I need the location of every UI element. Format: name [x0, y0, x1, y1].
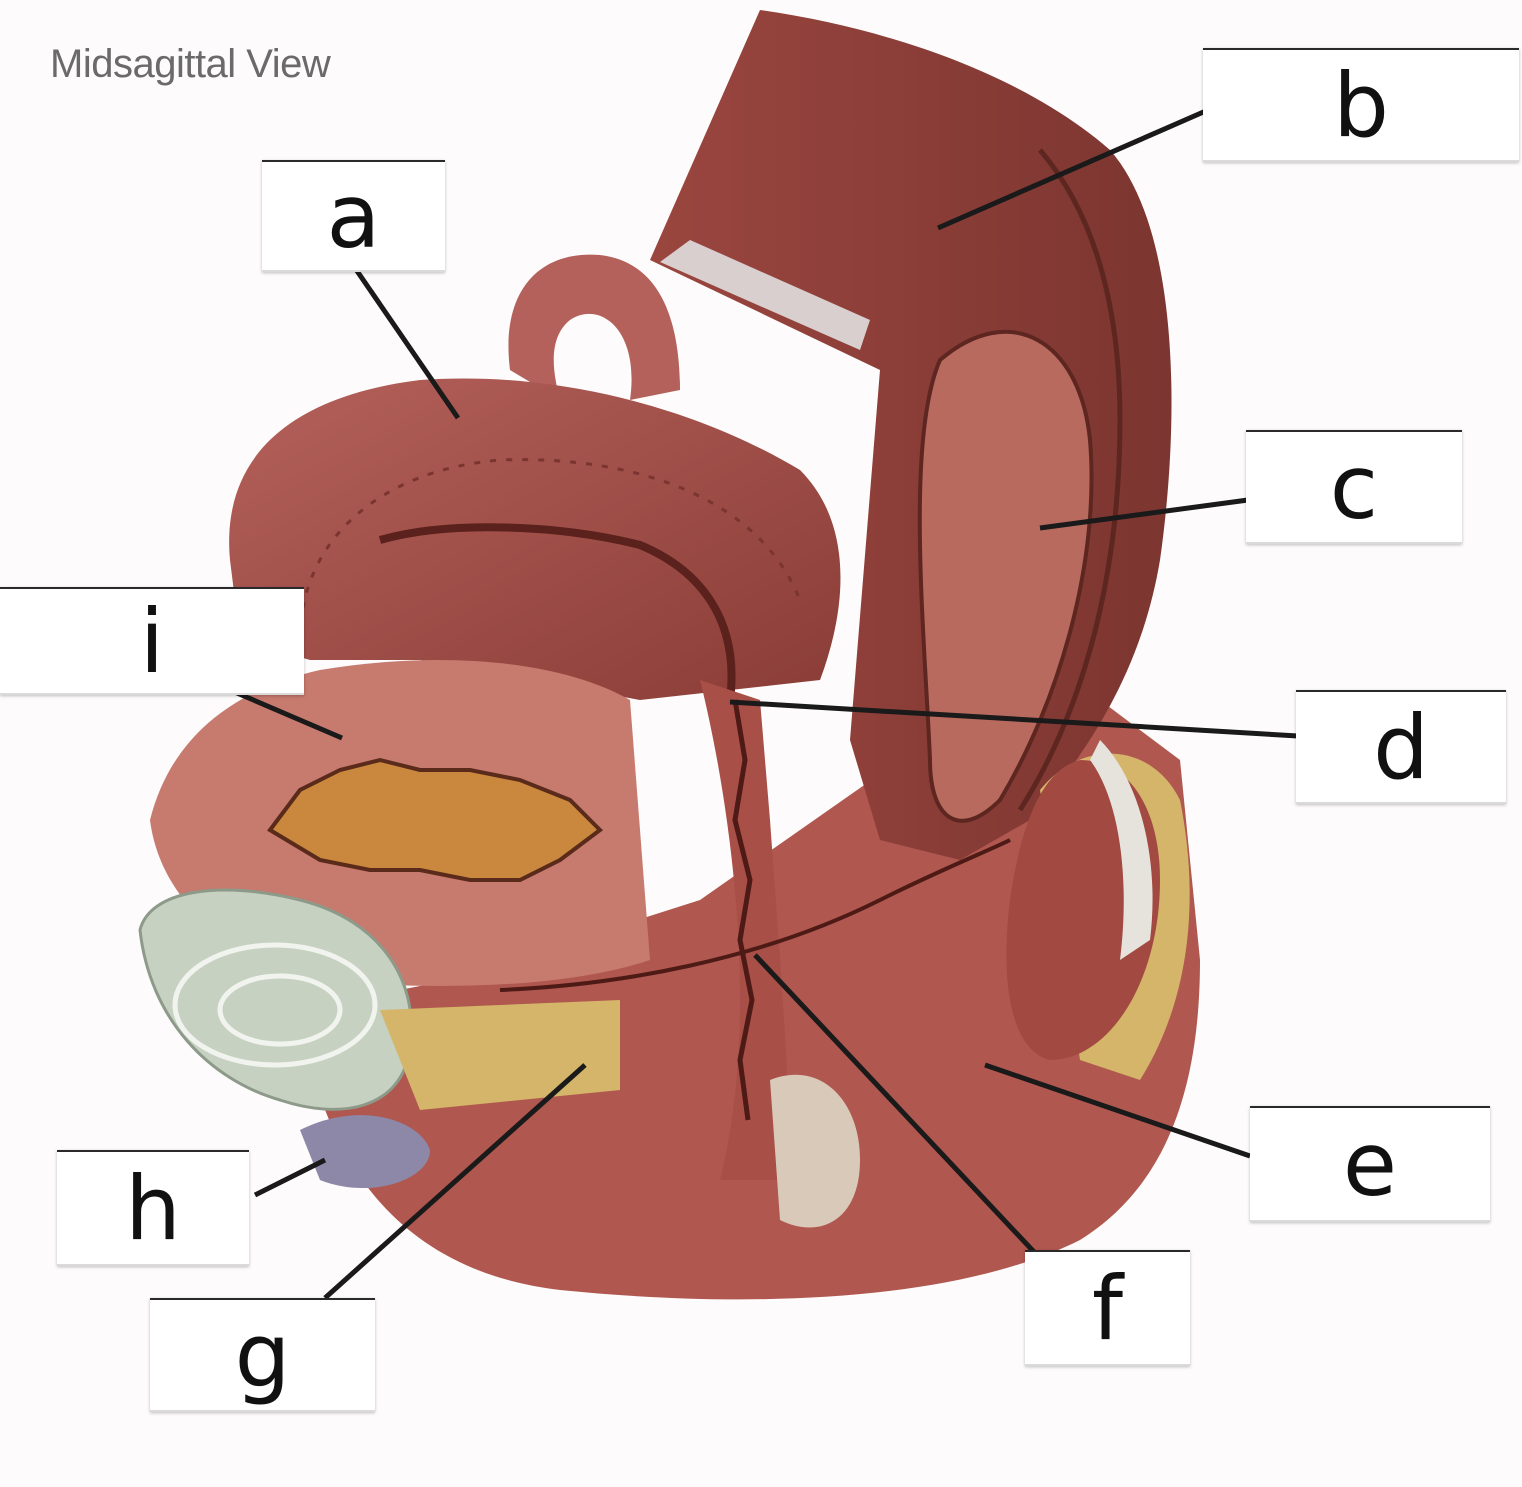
rectal-wall-line — [1017, 148, 1123, 812]
vaginal-lumen — [732, 699, 755, 1121]
leader-line-c — [1039, 497, 1249, 531]
rectal-lumen — [660, 240, 870, 350]
uterus — [229, 378, 841, 700]
leader-line-b — [936, 107, 1210, 231]
label-d-text: d — [1373, 695, 1429, 799]
label-box-g[interactable]: g — [150, 1298, 375, 1412]
label-a-text: a — [326, 164, 381, 268]
vaginal-wall — [700, 680, 790, 1180]
view-title: Midsagittal View — [50, 42, 331, 86]
label-box-f[interactable]: f — [1025, 1250, 1190, 1366]
leader-line-a — [352, 266, 461, 420]
leader-line-h — [253, 1157, 327, 1198]
uterine-cavity — [378, 523, 736, 701]
label-h-text: h — [125, 1156, 181, 1260]
label-box-a[interactable]: a — [262, 160, 445, 272]
symphysis-rings — [172, 942, 378, 1068]
leader-line-d — [729, 699, 1299, 739]
rectal-ampulla — [917, 329, 1094, 823]
label-box-h[interactable]: h — [57, 1150, 249, 1266]
label-g-text: g — [234, 1303, 291, 1407]
label-box-e[interactable]: e — [1250, 1106, 1490, 1222]
leader-line-e — [984, 1062, 1251, 1159]
labia-fat — [300, 1115, 430, 1189]
label-c-text: c — [1329, 435, 1379, 539]
label-box-c[interactable]: c — [1246, 430, 1462, 544]
label-i-text: i — [139, 589, 165, 693]
label-box-b[interactable]: b — [1203, 48, 1519, 162]
label-e-text: e — [1342, 1112, 1398, 1216]
label-box-i[interactable]: i — [0, 587, 304, 695]
fat-layer — [380, 1000, 620, 1110]
label-f-text: f — [1092, 1256, 1123, 1360]
leader-line-f — [753, 953, 1037, 1255]
bladder-mucosa — [267, 757, 604, 882]
sigmoid-colon — [508, 254, 680, 400]
label-b-text: b — [1333, 53, 1389, 157]
coccyx-ligament — [1090, 740, 1153, 960]
perineal-body — [770, 1074, 860, 1228]
fascial-line — [499, 838, 1011, 992]
label-box-d[interactable]: d — [1296, 690, 1506, 804]
symphysis-rings-inner — [217, 973, 343, 1047]
leader-line-g — [323, 1063, 587, 1300]
leader-line-i — [229, 687, 343, 741]
